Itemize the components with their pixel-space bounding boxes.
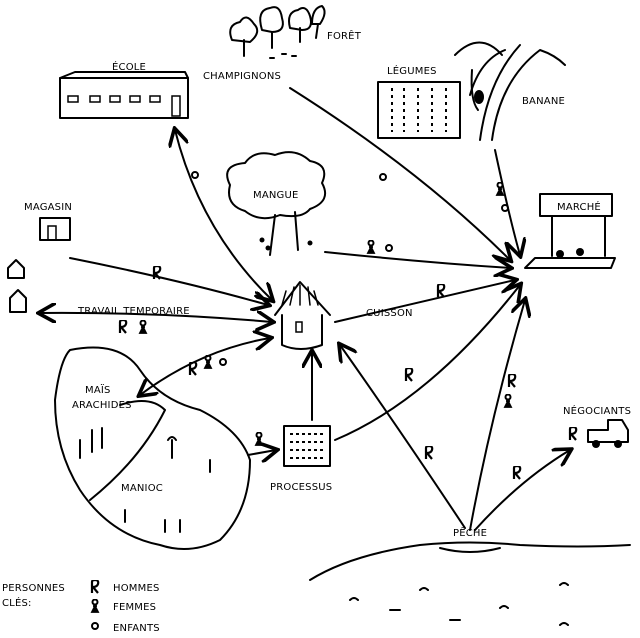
label-cuisson: CUISSON bbox=[366, 308, 413, 319]
forest-drawing bbox=[229, 5, 326, 59]
trader-truck-drawing bbox=[587, 419, 629, 448]
people-markers bbox=[118, 171, 578, 480]
fields-drawing bbox=[54, 346, 251, 550]
mango-tree-drawing bbox=[226, 151, 326, 256]
child-icon bbox=[91, 622, 99, 630]
banana-tree-drawing bbox=[454, 41, 566, 141]
market-drawing bbox=[524, 193, 616, 269]
legend-label-enfants: ENFANTS bbox=[113, 623, 160, 634]
label-peche: PÊCHE bbox=[453, 526, 487, 539]
flow-arrows bbox=[40, 87, 570, 531]
legend-label-femmes: FEMMES bbox=[113, 602, 156, 613]
shop-drawing bbox=[7, 217, 71, 313]
vegetable-field-drawing bbox=[377, 81, 461, 139]
man-icon bbox=[90, 580, 100, 594]
label-banane: BANANE bbox=[522, 96, 565, 107]
label-mangue: MANGUE bbox=[253, 190, 299, 201]
label-manioc: MANIOC bbox=[121, 483, 163, 494]
processing-drawing bbox=[283, 425, 331, 467]
label-processus: PROCESSUS bbox=[270, 482, 332, 493]
legend-title-line1: PERSONNES bbox=[2, 583, 65, 594]
label-legumes: LÉGUMES bbox=[387, 64, 437, 77]
school-drawing bbox=[59, 71, 189, 119]
label-foret: FORÊT bbox=[327, 29, 362, 42]
woman-icon bbox=[91, 599, 99, 613]
label-ecole: ÉCOLE bbox=[112, 60, 146, 73]
label-marche: MARCHÉ bbox=[557, 200, 601, 213]
river-drawing bbox=[309, 541, 631, 626]
legend: PERSONNES CLÉS: HOMMES FEMMES ENFANTS bbox=[2, 580, 160, 634]
label-champignons: CHAMPIGNONS bbox=[203, 71, 281, 82]
label-negociants: NÉGOCIANTS bbox=[563, 404, 631, 417]
legend-label-hommes: HOMMES bbox=[113, 583, 160, 594]
label-mais: MAÏS bbox=[85, 383, 111, 396]
label-arachides: ARACHIDES bbox=[72, 400, 132, 411]
legend-title-line2: CLÉS: bbox=[2, 596, 32, 609]
house-drawing bbox=[274, 281, 331, 350]
label-magasin: MAGASIN bbox=[24, 202, 72, 213]
